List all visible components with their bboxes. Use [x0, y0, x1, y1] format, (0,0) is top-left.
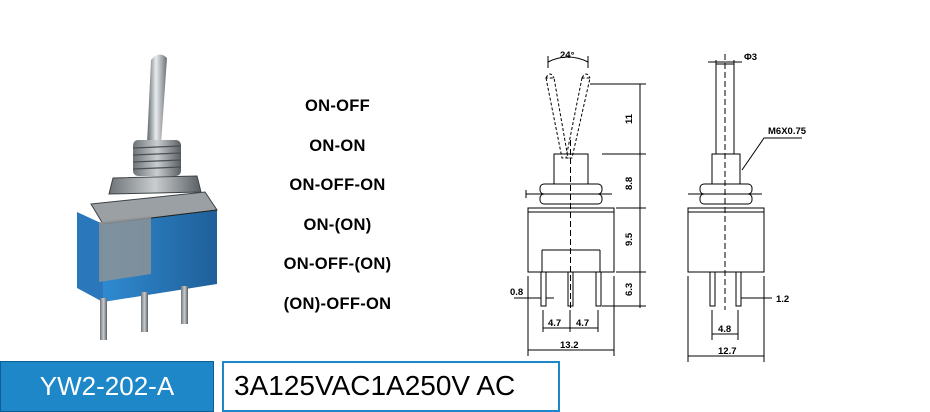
mode-label: ON-OFF-(ON) — [283, 255, 392, 273]
electrical-rating: 3A125VAC1A250V AC — [234, 370, 516, 401]
dim-width-front: 13.2 — [560, 340, 579, 351]
model-number: YW2-202-A — [39, 371, 175, 401]
rating-box: 3A125VAC1A250V AC — [222, 361, 560, 412]
mode-label: ON-OFF — [304, 97, 371, 115]
dim-lever-height: 11 — [624, 113, 635, 124]
mode-label: ON-ON — [309, 136, 366, 155]
mode-label: ON-(ON) — [303, 215, 372, 234]
dim-width-side: 12.7 — [718, 346, 737, 357]
mode-label: (ON)-OFF-ON — [283, 294, 392, 313]
dim-side-pitch: 4.8 — [718, 324, 731, 335]
dim-angle: 24° — [560, 50, 575, 61]
mode-label: ON-OFF-ON — [289, 176, 386, 194]
dimension-drawing: 24° 11 8.8 9.5 6.3 0.8 4.7 4.7 13.2 Φ3 M… — [480, 40, 810, 370]
dim-body-height: 9.5 — [624, 232, 635, 246]
switch-mode-list: ON-OFF ON-ON ON-OFF-ON ON-(ON) ON-OFF-(O… — [255, 96, 420, 333]
dim-bushing-height: 8.8 — [624, 177, 635, 190]
dim-pin-height: 6.3 — [624, 283, 635, 296]
dim-thread: M6X0.75 — [768, 126, 807, 137]
dim-pitch-a: 4.7 — [548, 318, 561, 329]
dim-side-pin: 1.2 — [776, 294, 789, 305]
dim-pin-width: 0.8 — [510, 287, 523, 298]
model-number-badge: YW2-202-A — [0, 361, 214, 412]
product-photo — [55, 42, 255, 342]
dim-pitch-b: 4.7 — [576, 318, 589, 329]
dim-diameter: Φ3 — [744, 52, 757, 63]
